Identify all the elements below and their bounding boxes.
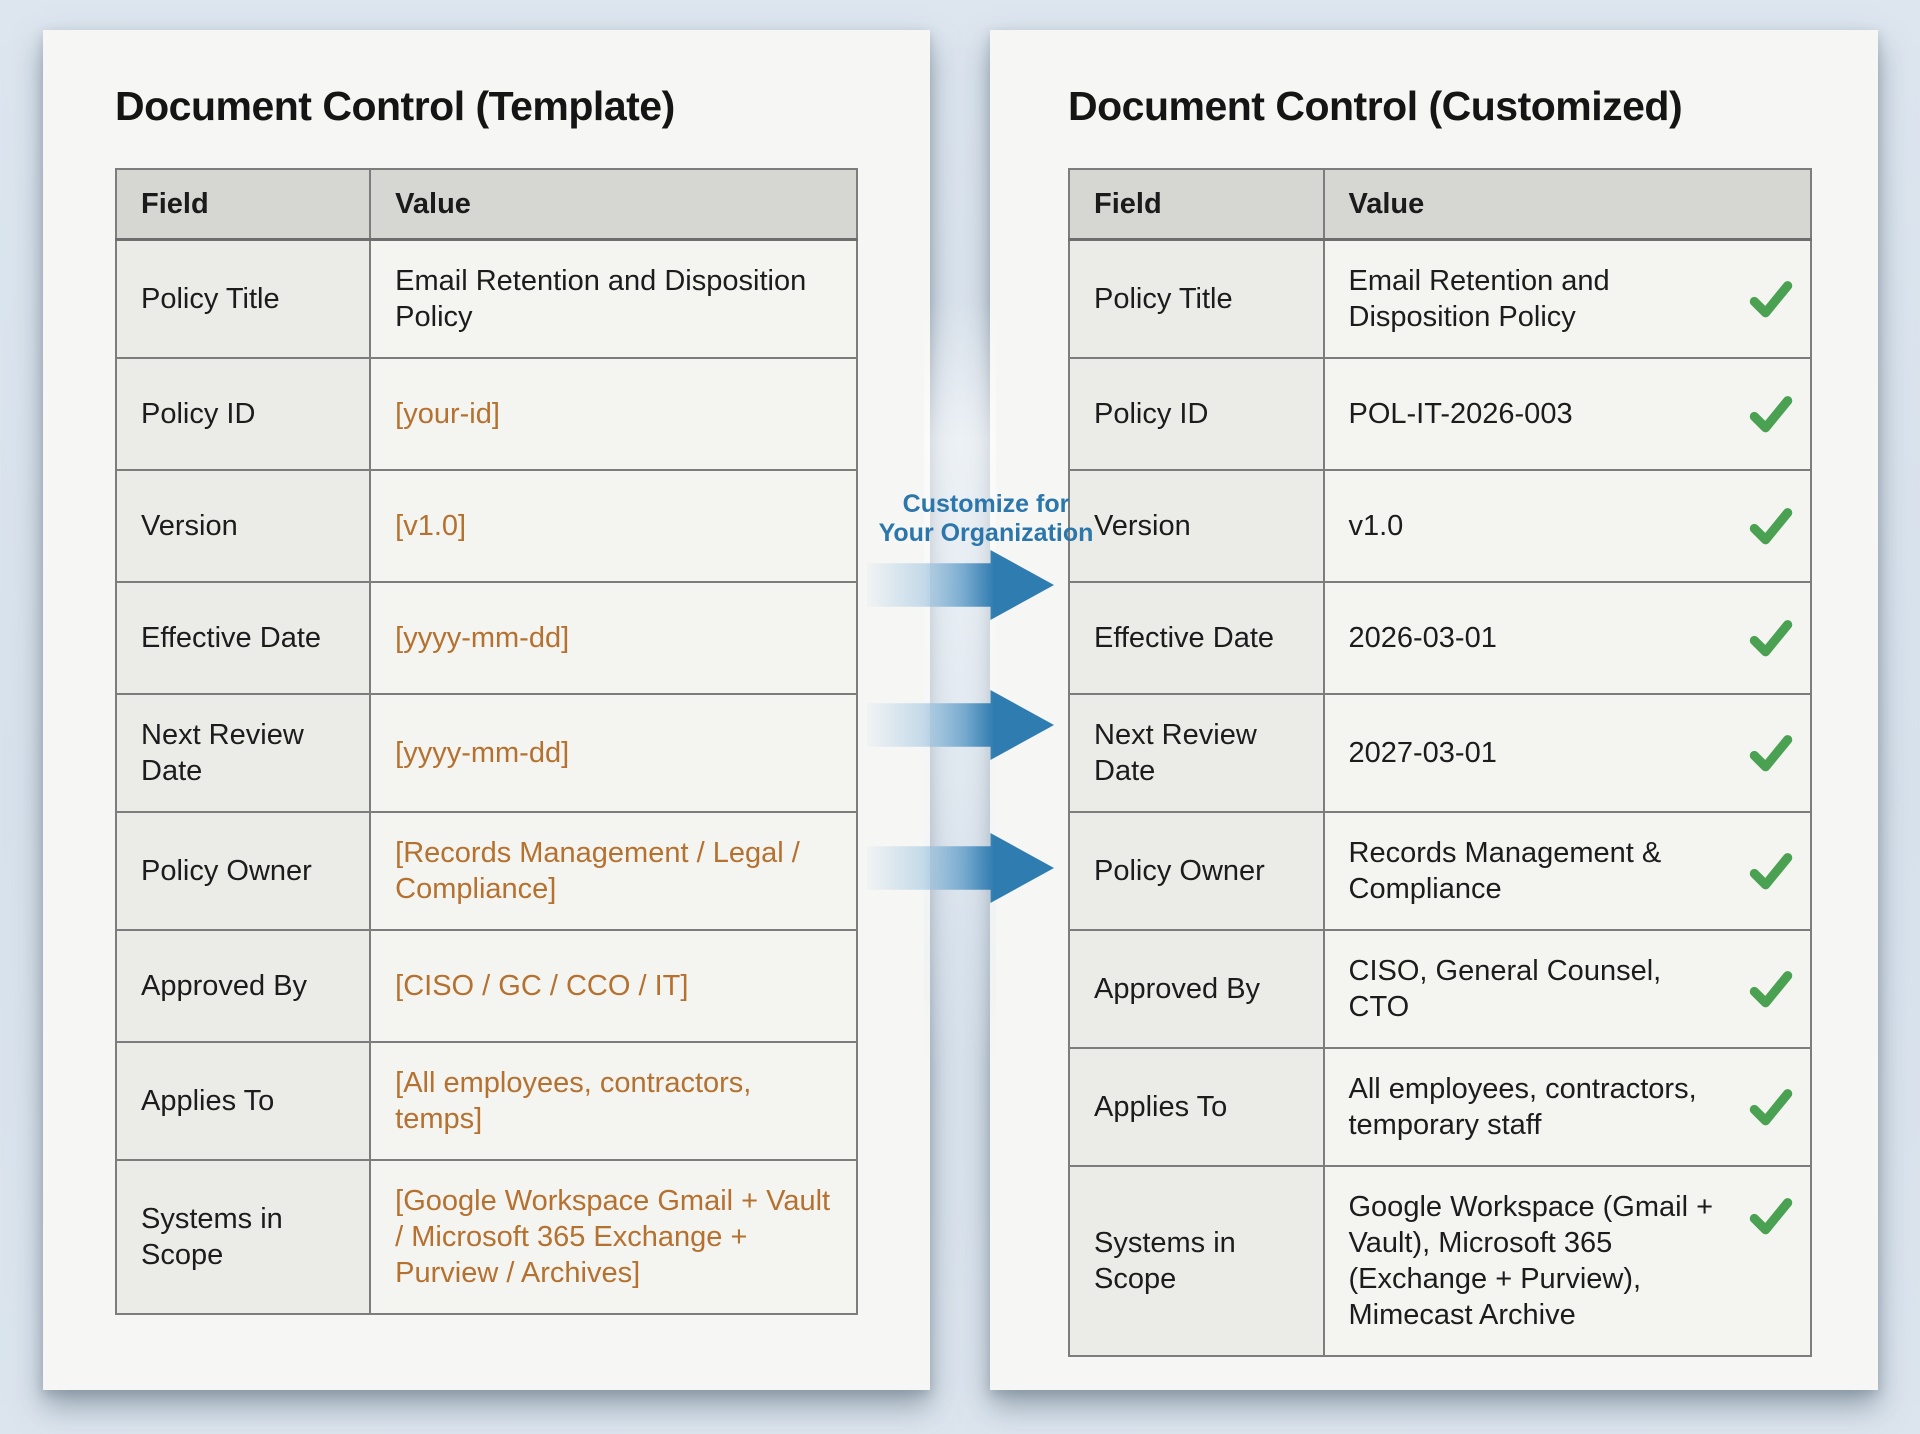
template-title: Document Control (Template) xyxy=(115,83,675,129)
field-cell: Approved By xyxy=(114,928,372,1043)
table-row: Systems in Scope [Google Workspace Gmail… xyxy=(114,1158,858,1315)
check-icon xyxy=(1749,734,1793,771)
table-row: Policy Owner Records Management & Compli… xyxy=(1068,810,1812,931)
check-icon xyxy=(1749,280,1793,317)
check-icon xyxy=(1749,852,1793,889)
field-cell: Applies To xyxy=(1068,1046,1325,1167)
value-cell-placeholder: [v1.0] xyxy=(369,468,858,583)
value-text: Records Management & Compliance xyxy=(1348,836,1662,905)
field-cell: Policy Owner xyxy=(114,810,372,931)
field-cell: Applies To xyxy=(114,1040,372,1161)
table-row: Effective Date [yyyy-mm-dd] xyxy=(114,580,858,695)
value-column-header: Value xyxy=(369,168,858,241)
field-cell: Policy ID xyxy=(114,356,372,471)
check-icon xyxy=(1749,507,1793,544)
value-text: CISO, General Counsel, CTO xyxy=(1348,954,1662,1023)
value-column-header: Value xyxy=(1322,168,1812,241)
table-row: Policy ID [your-id] xyxy=(114,356,858,471)
value-cell: Email Retention and Disposition Policy xyxy=(1322,238,1812,359)
value-cell: Email Retention and Disposition Policy xyxy=(369,238,858,359)
table-row: Policy Title Email Retention and Disposi… xyxy=(114,238,858,359)
table-row: Applies To All employees, contractors, t… xyxy=(1068,1046,1812,1167)
field-cell: Next Review Date xyxy=(114,692,372,813)
connector-label-line2: Your Organization xyxy=(878,519,1094,547)
connector-label: Customize for Your Organization xyxy=(828,490,1144,548)
value-cell: 2026-03-01 xyxy=(1322,580,1812,695)
table-header-row: Field Value xyxy=(114,168,858,241)
value-cell-placeholder: [Records Management / Legal / Compliance… xyxy=(369,810,858,931)
table-row: Approved By [CISO / GC / CCO / IT] xyxy=(114,928,858,1043)
value-text: 2026-03-01 xyxy=(1348,621,1497,654)
value-cell: Records Management & Compliance xyxy=(1322,810,1812,931)
table-row: Version v1.0 xyxy=(1068,468,1812,583)
value-text: Google Workspace (Gmail + Vault), Micros… xyxy=(1348,1190,1714,1331)
value-text: 2027-03-01 xyxy=(1348,736,1497,769)
check-icon xyxy=(1749,619,1793,656)
field-cell: Policy ID xyxy=(1068,356,1325,471)
table-row: Policy Owner [Records Management / Legal… xyxy=(114,810,858,931)
page-gap-divider xyxy=(924,300,996,1070)
field-cell: Systems in Scope xyxy=(114,1158,372,1315)
value-cell: Google Workspace (Gmail + Vault), Micros… xyxy=(1322,1164,1812,1357)
table-row: Next Review Date 2027-03-01 xyxy=(1068,692,1812,813)
value-text: POL-IT-2026-003 xyxy=(1348,397,1573,430)
check-icon xyxy=(1749,1197,1793,1234)
table-row: Approved By CISO, General Counsel, CTO xyxy=(1068,928,1812,1049)
customized-table: Field Value Policy Title Email Retention… xyxy=(1068,168,1812,1357)
connector-label-line1: Customize for xyxy=(902,490,1070,518)
field-cell: Version xyxy=(114,468,372,583)
value-text: v1.0 xyxy=(1348,509,1404,542)
table-row: Applies To [All employees, contractors, … xyxy=(114,1040,858,1161)
table-header-row: Field Value xyxy=(1068,168,1812,241)
field-cell: Version xyxy=(1068,468,1325,583)
value-cell: All employees, contractors, temporary st… xyxy=(1322,1046,1812,1167)
check-icon xyxy=(1749,1088,1793,1125)
check-icon xyxy=(1749,970,1793,1007)
customized-title: Document Control (Customized) xyxy=(1068,83,1683,129)
template-page: Document Control (Template) Field Value … xyxy=(43,30,930,1390)
value-cell: CISO, General Counsel, CTO xyxy=(1322,928,1812,1049)
table-row: Policy ID POL-IT-2026-003 xyxy=(1068,356,1812,471)
customized-page: Document Control (Customized) Field Valu… xyxy=(990,30,1878,1390)
value-cell-placeholder: [your-id] xyxy=(369,356,858,471)
field-cell: Policy Title xyxy=(1068,238,1325,359)
field-cell: Systems in Scope xyxy=(1068,1164,1325,1357)
field-cell: Next Review Date xyxy=(1068,692,1325,813)
value-cell-placeholder: [yyyy-mm-dd] xyxy=(369,580,858,695)
field-cell: Effective Date xyxy=(114,580,372,695)
value-cell-placeholder: [CISO / GC / CCO / IT] xyxy=(369,928,858,1043)
field-column-header: Field xyxy=(114,168,372,241)
value-cell: 2027-03-01 xyxy=(1322,692,1812,813)
value-cell-placeholder: [yyyy-mm-dd] xyxy=(369,692,858,813)
value-cell: POL-IT-2026-003 xyxy=(1322,356,1812,471)
field-cell: Policy Title xyxy=(114,238,372,359)
field-column-header: Field xyxy=(1068,168,1325,241)
table-row: Next Review Date [yyyy-mm-dd] xyxy=(114,692,858,813)
value-cell-placeholder: [All employees, contractors, temps] xyxy=(369,1040,858,1161)
field-cell: Policy Owner xyxy=(1068,810,1325,931)
table-row: Effective Date 2026-03-01 xyxy=(1068,580,1812,695)
value-cell-placeholder: [Google Workspace Gmail + Vault / Micros… xyxy=(369,1158,858,1315)
table-row: Version [v1.0] xyxy=(114,468,858,583)
value-cell: v1.0 xyxy=(1322,468,1812,583)
field-cell: Effective Date xyxy=(1068,580,1325,695)
check-icon xyxy=(1749,395,1793,432)
value-text: All employees, contractors, temporary st… xyxy=(1348,1072,1697,1141)
template-table: Field Value Policy Title Email Retention… xyxy=(114,168,858,1315)
table-row: Policy Title Email Retention and Disposi… xyxy=(1068,238,1812,359)
table-row: Systems in Scope Google Workspace (Gmail… xyxy=(1068,1164,1812,1357)
field-cell: Approved By xyxy=(1068,928,1325,1049)
value-text: Email Retention and Disposition Policy xyxy=(1348,264,1610,333)
